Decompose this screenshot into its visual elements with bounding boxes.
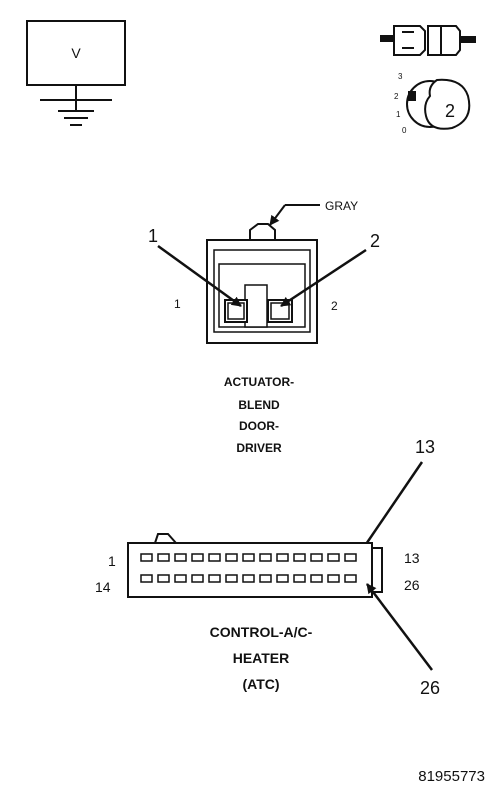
callout-arrow-2 [280, 248, 367, 308]
control-connector-housing [127, 542, 373, 598]
pin-cavity-19 [225, 574, 238, 583]
pin-cavity-17 [191, 574, 204, 583]
ground-icon [58, 100, 94, 126]
callout-arrow-1 [157, 244, 242, 308]
control-title-line-2: HEATER [233, 650, 290, 666]
pin-cavity-18 [208, 574, 221, 583]
actuator-title-line-1: ACTUATOR- [224, 375, 294, 389]
pin-cavity-25 [327, 574, 340, 583]
pin-cavity-12 [327, 553, 340, 562]
callout-arrow-13 [358, 461, 424, 554]
connector-housing-inner [213, 249, 311, 333]
pin-label-2: 2 [331, 299, 338, 313]
pin-cavity-22 [276, 574, 289, 583]
pin-cavity-11 [310, 553, 323, 562]
pin-cavity-8 [259, 553, 272, 562]
pin-cavity-7 [242, 553, 255, 562]
key-position-3: 3 [398, 72, 403, 81]
control-connector-latch [154, 533, 177, 544]
actuator-title-line-4: DRIVER [236, 441, 282, 455]
key-position-1: 1 [396, 110, 401, 119]
pin-cavity-21 [259, 574, 272, 583]
row1-left-label: 1 [108, 553, 116, 569]
control-connector-bracket [372, 547, 383, 593]
connector-disconnect-icon [380, 25, 476, 56]
pin-cavity-9 [276, 553, 289, 562]
figure-id: 81955773 [418, 768, 485, 785]
voltmeter-symbol: V [26, 20, 126, 126]
actuator-title-line-3: DOOR- [239, 419, 279, 433]
callout-pin-13: 13 [415, 437, 435, 457]
pin-row-1 [140, 553, 357, 562]
pin-cavity-20 [242, 574, 255, 583]
pin-cavity-4 [191, 553, 204, 562]
actuator-connector: GRAY 1 2 1 2 ACTUATOR- BLEND DOOR- DRIVE… [148, 199, 380, 455]
pin-cavity-3 [174, 553, 187, 562]
row1-right-label: 13 [404, 550, 420, 566]
color-leader-arrow [269, 204, 286, 226]
pin-cavity-2 [157, 553, 170, 562]
connector-key-rib [244, 284, 268, 328]
key-position-2: 2 [394, 92, 399, 101]
actuator-title-line-2: BLEND [238, 398, 280, 412]
pin-cavity-16 [174, 574, 187, 583]
control-title-line-3: (ATC) [242, 676, 279, 692]
control-title-line-1: CONTROL-A/C- [210, 624, 313, 640]
row2-left-label: 14 [95, 579, 111, 595]
pin-cavity-13 [344, 553, 357, 562]
pin-cavity-10 [293, 553, 306, 562]
callout-arrow-26 [366, 583, 433, 671]
key-position-0: 0 [402, 126, 407, 135]
pin-label-1: 1 [174, 297, 181, 311]
key-number: 2 [445, 101, 455, 121]
pin-cavity-6 [225, 553, 238, 562]
voltmeter-label: V [71, 45, 81, 61]
row2-right-label: 26 [404, 577, 420, 593]
ignition-key-icon: 3 2 1 0 2 [394, 72, 471, 135]
pin-cavity-5 [208, 553, 221, 562]
callout-pin-2: 2 [370, 231, 380, 251]
control-connector: 13 1 13 14 26 26 CONTROL-A/C- HEATER (AT… [95, 437, 440, 698]
pin-row-2 [140, 574, 357, 583]
pin-cavity-14 [140, 574, 153, 583]
pin-cavity-24 [310, 574, 323, 583]
pin-cavity-26 [344, 574, 357, 583]
wire-color-label: GRAY [325, 199, 358, 213]
connector-latch [249, 223, 276, 241]
pin-cavity-23 [293, 574, 306, 583]
callout-pin-26: 26 [420, 678, 440, 698]
pin-cavity-1 [140, 553, 153, 562]
callout-pin-1: 1 [148, 226, 158, 246]
pin-cavity-15 [157, 574, 170, 583]
